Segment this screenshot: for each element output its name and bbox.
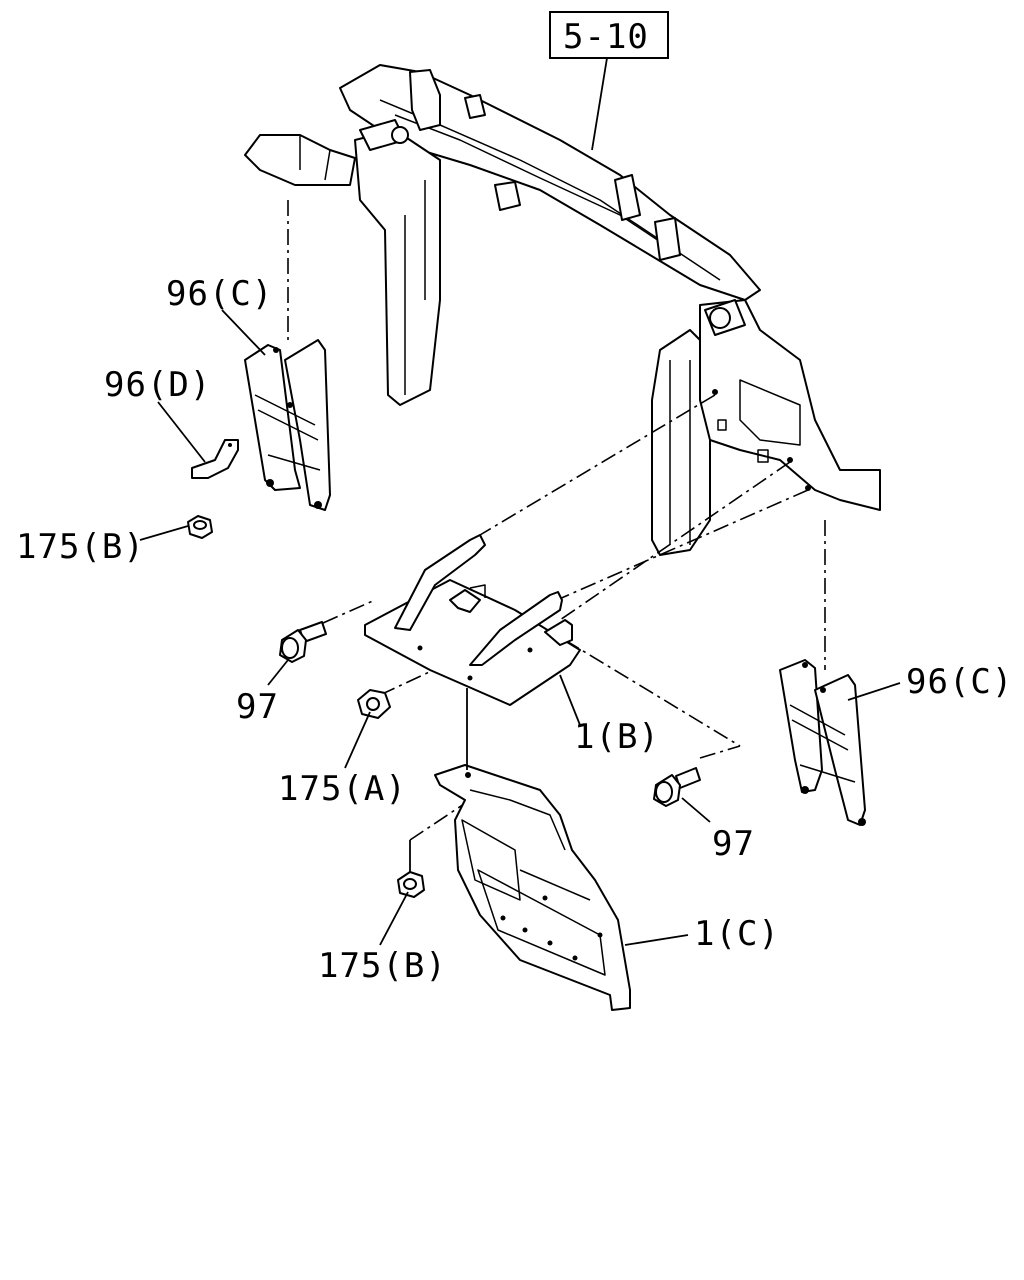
reference-box: 5-10 <box>549 11 669 151</box>
connection-lines <box>409 688 468 872</box>
nut-175b-upper <box>187 515 213 539</box>
bolt-97-right <box>653 767 701 807</box>
leader-lines <box>139 309 901 946</box>
reference-label: 5-10 <box>563 17 649 57</box>
callout-175b-lower: 175(B) <box>318 946 447 986</box>
plate-1b <box>364 534 581 706</box>
bolt-97-left <box>279 621 327 663</box>
callout-175b-upper: 175(B) <box>16 527 145 567</box>
bracket-96c-right <box>779 659 866 826</box>
callout-96c-upper-left: 96(C) <box>166 274 273 314</box>
panel-1c <box>434 764 631 1011</box>
callout-97-left: 97 <box>236 687 279 727</box>
nut-175b-lower <box>397 871 425 898</box>
radiator-support-frame <box>244 64 881 556</box>
nut-175a <box>357 689 391 719</box>
callout-labels: 96(C) 96(D) 175(B) 97 175(A) 1(B) 96(C) … <box>16 274 1013 986</box>
clip-96d <box>191 439 239 479</box>
callout-97-right: 97 <box>712 824 755 864</box>
callout-175a: 175(A) <box>278 769 407 809</box>
callout-1c: 1(C) <box>694 914 780 954</box>
callout-1b: 1(B) <box>574 717 660 757</box>
bracket-96c-left <box>244 339 331 511</box>
callout-96d: 96(D) <box>104 365 211 405</box>
callout-96c-right: 96(C) <box>906 662 1013 702</box>
